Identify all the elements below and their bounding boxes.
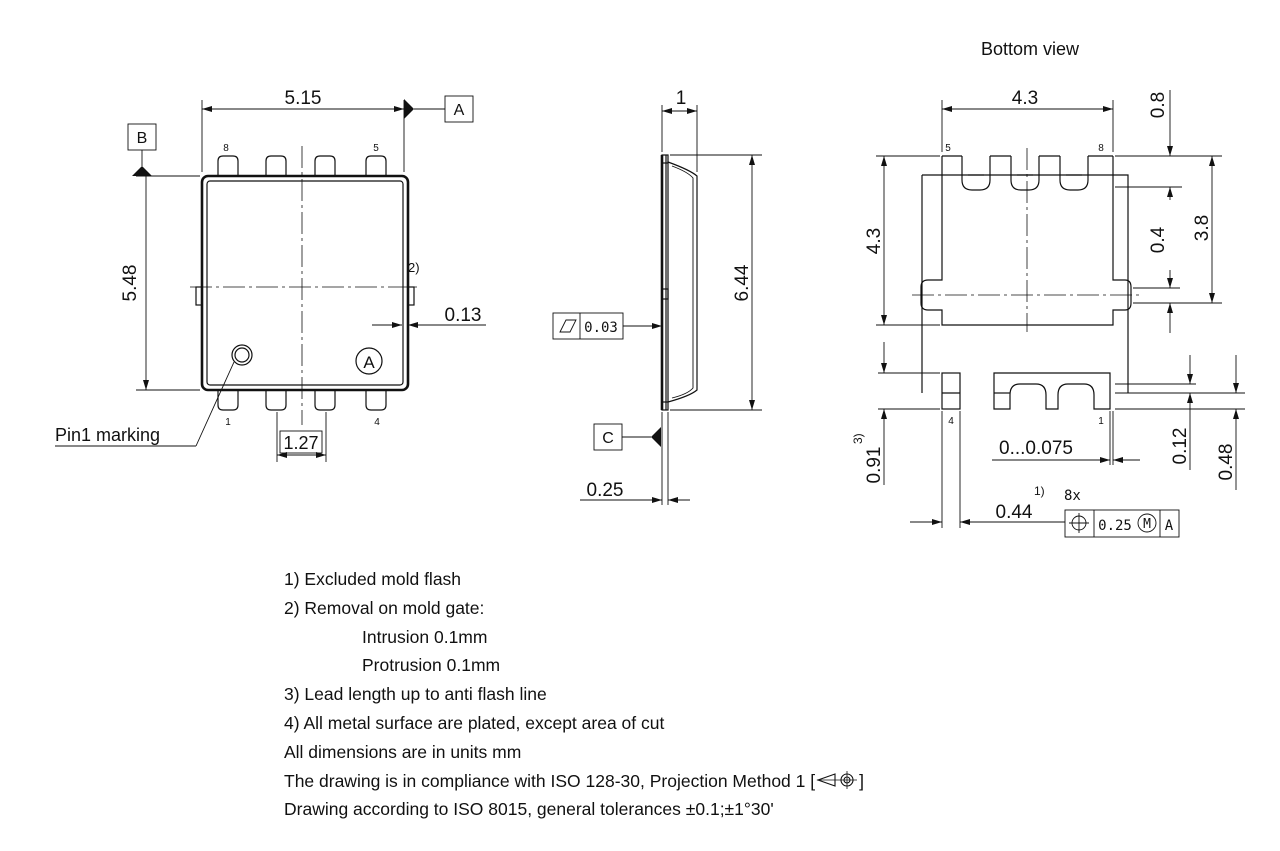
top-view-body-inner	[206, 180, 404, 386]
datum-b-label: B	[137, 130, 148, 147]
mold-gate-tab-right	[407, 286, 415, 306]
pitch-dim: 1.27	[283, 433, 318, 453]
dim-0-91-ref: 3)	[851, 433, 865, 444]
note-2-intrusion: Intrusion 0.1mm	[362, 626, 488, 647]
note-iso-8015: Drawing according to ISO 8015, general t…	[284, 799, 774, 820]
dim-0-12: 0.12	[1170, 428, 1191, 465]
bottom-height-dim: 4.3	[864, 228, 885, 254]
note-iso-128-close: ]	[859, 770, 864, 791]
count-8x: 8x	[1064, 488, 1081, 504]
side-thickness-dim: 1	[676, 88, 687, 109]
datum-c-triangle	[651, 427, 661, 447]
note-2-protrusion: Protrusion 0.1mm	[362, 655, 501, 676]
bottom-pin-1-label: 1	[1098, 416, 1104, 427]
dim-0-91: 0.91	[864, 447, 885, 484]
dim-0-8: 0.8	[1148, 92, 1169, 118]
dim-0-4: 0.4	[1148, 226, 1169, 253]
position-icon	[1069, 513, 1089, 533]
position-datum: A	[1165, 518, 1174, 534]
top-view: A 8 5 1 4 5.15 A B 5.48 2)	[55, 88, 486, 462]
top-pin-8-label: 8	[223, 143, 229, 154]
bottom-view-body-outline	[921, 174, 1129, 393]
dim-3-8: 3.8	[1192, 215, 1213, 241]
circle-a-label: A	[363, 353, 375, 372]
top-width-dim: 5.15	[285, 88, 322, 109]
note-4: 4) All metal surface are plated, except …	[284, 712, 665, 733]
bottom-view-exposed-pad	[920, 156, 1132, 326]
side-view-body	[667, 161, 698, 403]
bottom-view: Bottom view 5 8 4	[851, 39, 1245, 538]
top-pin-1-label: 1	[225, 417, 231, 428]
top-view-pins-bottom	[217, 391, 387, 411]
datum-a-triangle	[404, 99, 414, 119]
position-tolerance-value: 0.25	[1098, 518, 1132, 534]
note-iso-128-text: The drawing is in compliance with ISO 12…	[284, 770, 816, 791]
datum-a-box	[444, 95, 474, 123]
side-view: 1 6.44 0.03 C 0.25	[552, 88, 762, 505]
notes-block: 1) Excluded mold flash 2) Removal on mol…	[284, 565, 864, 824]
datum-a-label: A	[454, 102, 465, 119]
note-3: 3) Lead length up to anti flash line	[284, 684, 547, 705]
note-units: All dimensions are in units mm	[284, 741, 522, 762]
note-2-ref: 2)	[408, 260, 420, 275]
bottom-view-pins-bottom	[941, 372, 1111, 410]
top-height-dim: 5.48	[120, 265, 141, 302]
flatness-value: 0.03	[584, 320, 618, 336]
datum-b-triangle	[132, 166, 152, 176]
projection-method-icon	[816, 770, 858, 789]
note-iso-128: The drawing is in compliance with ISO 12…	[284, 767, 864, 796]
note-1: 1) Excluded mold flash	[284, 569, 462, 589]
bottom-pin-4-label: 4	[948, 416, 954, 427]
bottom-view-title: Bottom view	[981, 39, 1080, 59]
position-tolerance-frame	[1064, 509, 1180, 538]
side-length-dim: 6.44	[732, 264, 753, 301]
pitch-dim-box	[279, 430, 323, 454]
side-lead-dim: 0.25	[587, 480, 624, 501]
top-pin-5-label: 5	[373, 143, 379, 154]
circle-a-marker	[355, 347, 383, 375]
bottom-width-dim: 4.3	[1012, 88, 1038, 109]
top-view-body-outline	[200, 174, 410, 392]
bottom-pin-5-label: 5	[945, 143, 951, 154]
pin1-marking-label: Pin1 marking	[55, 425, 160, 445]
dim-0-48: 0.48	[1216, 444, 1237, 481]
top-view-pins-top	[217, 155, 387, 175]
top-pin-4-label: 4	[374, 417, 380, 428]
flatness-icon	[559, 319, 577, 333]
range-dim: 0...0.075	[999, 438, 1073, 459]
flash-dim: 0.13	[445, 305, 482, 326]
mmc-modifier-circle	[1137, 513, 1157, 533]
pin1-marking-circle	[231, 344, 253, 366]
dim-0-44-ref: 1)	[1034, 484, 1045, 498]
note-2: 2) Removal on mold gate:	[284, 597, 485, 618]
mmc-modifier: M	[1143, 517, 1151, 532]
datum-c-label: C	[602, 430, 614, 447]
dim-0-44: 0.44	[996, 502, 1033, 523]
pin1-marking-circle-inner	[234, 347, 250, 363]
bottom-view-pins-top	[942, 155, 1113, 191]
bottom-pin-8-label: 8	[1098, 143, 1104, 154]
